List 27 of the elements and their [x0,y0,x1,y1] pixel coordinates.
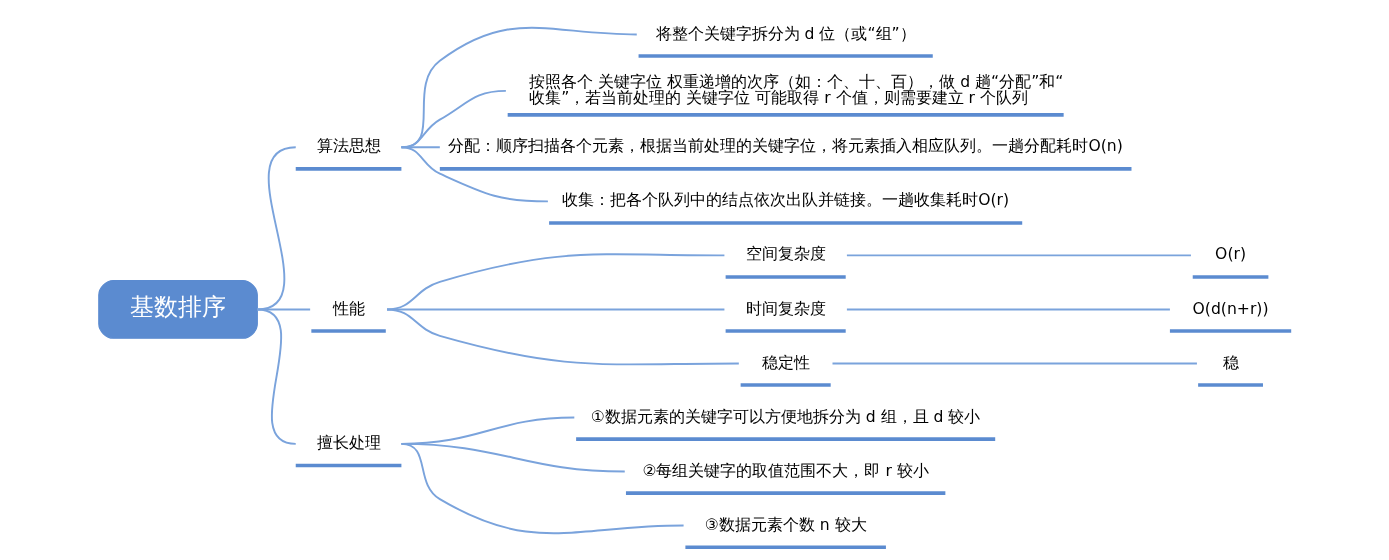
connector [845,308,1171,311]
node-text: ①数据元素的关键字可以方便地拆分为 d 组，且 d 较小 [590,407,980,426]
node-text: 稳 [1222,353,1239,372]
node-text: 稳定性 [761,353,810,372]
node-text: 收集：把各个队列中的结点依次出队并链接。一趟收集耗时O(r) [561,191,1009,210]
connector [385,308,740,366]
node-text: O(d(n+r)) [1192,299,1269,318]
node-text: 性能 [332,299,365,318]
node-text: 算法思想 [316,137,381,156]
node-box: 基数排序 [97,280,258,339]
node-text: ③数据元素个数 n 较大 [704,515,867,534]
connector [385,308,725,311]
node-text: 空间复杂度 [745,245,826,264]
node-text: 将整个关键字拆分为 d 位（或“组”） [655,24,916,43]
node-text: 按照各个 关键字位 权重递增的次序（如：个、十、百），做 d 趟“分配”和“收集”，若当前处理的 关键字位 可能取得 r 个值，则需要建立 r 个队列 [528,72,1063,108]
node-text: 时间复杂度 [745,299,826,318]
connector [831,362,1198,365]
connector [399,442,685,535]
connector [385,253,725,311]
connector [255,308,311,311]
node-text: 擅长处理 [316,433,381,452]
node-text: O(r) [1214,245,1246,264]
connector [255,308,297,445]
node-text: 分配：顺序扫描各个元素，根据当前处理的关键字位，将元素插入相应队列。一趟分配耗时O(n) [447,137,1123,156]
connector [845,254,1192,257]
node-text: ②每组关键字的取值范围不大，即 r 较小 [641,461,929,480]
connector [399,146,549,203]
